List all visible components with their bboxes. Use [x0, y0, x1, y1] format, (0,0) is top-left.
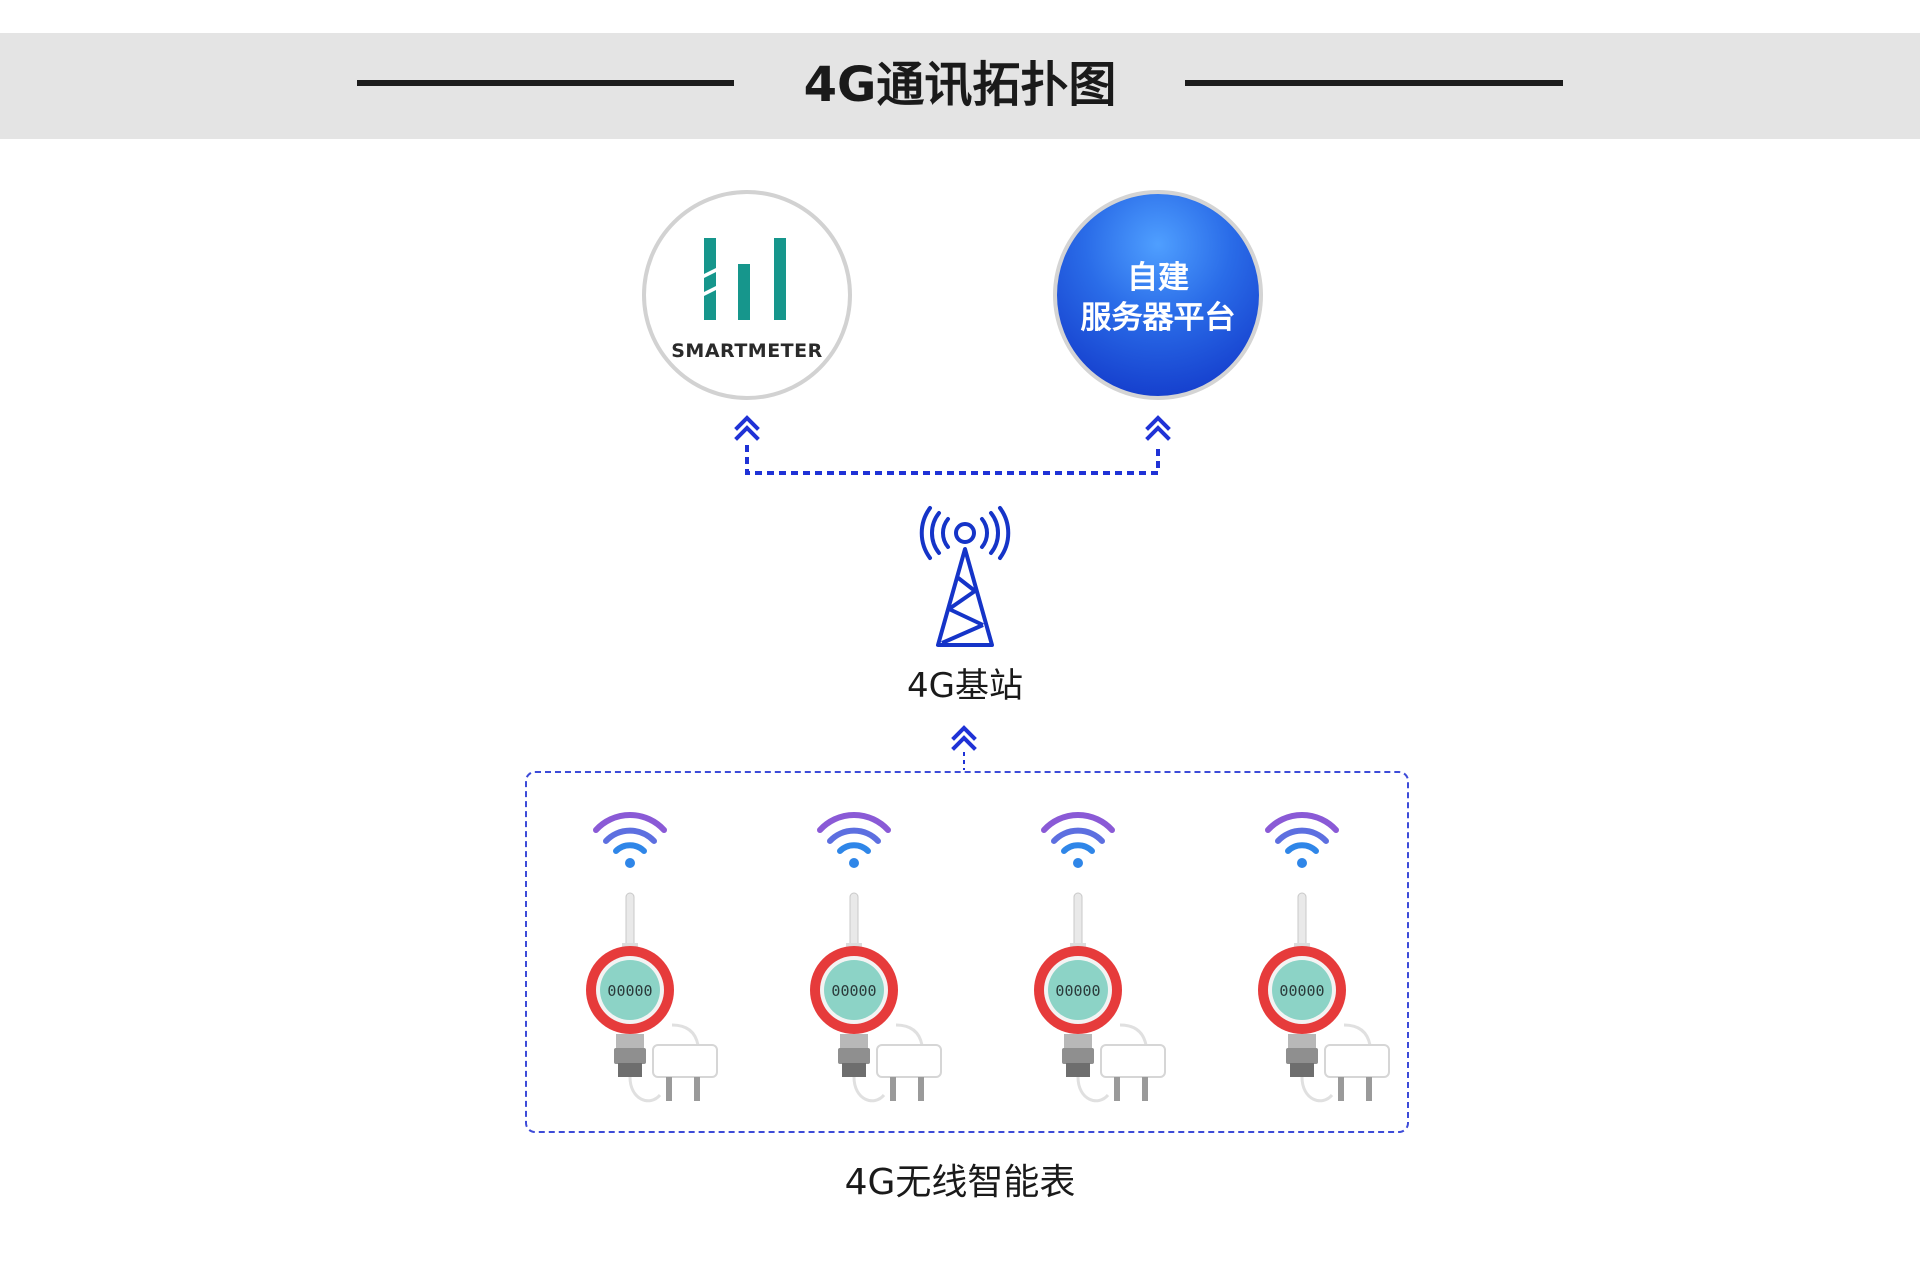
- wifi-icon: [593, 811, 667, 868]
- meter-group-label: 4G无线智能表: [844, 1162, 1076, 1203]
- wifi-icon: [1041, 811, 1115, 868]
- smartmeter-platform-node: SMARTMETER: [642, 190, 852, 400]
- server-label-line1: 自建: [1127, 260, 1189, 296]
- smartmeter-logo-text: SMARTMETER: [671, 340, 823, 362]
- server-label-line2: 服务器平台: [1080, 300, 1236, 336]
- wireless-meter-device: 00000: [784, 885, 944, 1135]
- page-title: 4G通讯拓扑图: [803, 57, 1117, 113]
- up-arrow-icon: [1145, 415, 1171, 441]
- meter-group-box: [525, 771, 1409, 1133]
- lcd-reading: 00000: [1279, 982, 1325, 1000]
- header-divider-right: [1185, 80, 1563, 86]
- lcd-reading: 00000: [831, 982, 877, 1000]
- cell-tower-icon: [919, 506, 1011, 647]
- wifi-icon: [817, 811, 891, 868]
- up-arrow-icon: [951, 725, 977, 751]
- smart-meter-icon: [1258, 892, 1390, 1103]
- wifi-icon: [1265, 811, 1339, 868]
- smart-meter-icon: [586, 892, 718, 1103]
- wireless-meter-device: 00000: [560, 885, 720, 1135]
- header-band: [0, 33, 1920, 139]
- dashed-link: [745, 445, 1160, 475]
- up-arrow-icon: [734, 415, 760, 441]
- smartmeter-logo-icon: [704, 238, 786, 320]
- lcd-reading: 00000: [1055, 982, 1101, 1000]
- wireless-meter-device: 00000: [1232, 885, 1392, 1135]
- header-divider-left: [357, 80, 734, 86]
- tower-label: 4G基站: [907, 666, 1023, 706]
- wireless-meter-device: 00000: [1008, 885, 1168, 1135]
- lcd-reading: 00000: [607, 982, 653, 1000]
- smart-meter-icon: [810, 892, 942, 1103]
- server-platform-node: 自建 服务器平台: [1053, 190, 1263, 400]
- smart-meter-icon: [1034, 892, 1166, 1103]
